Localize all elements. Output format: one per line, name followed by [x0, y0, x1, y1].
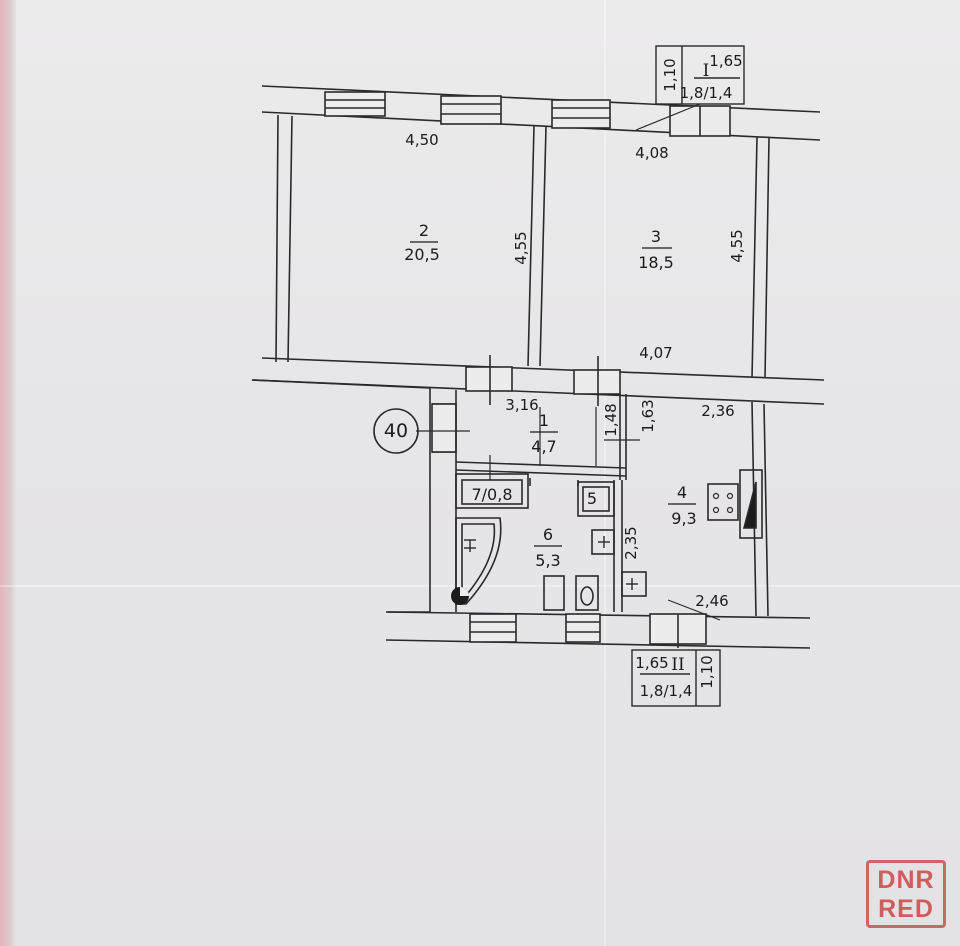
- tap-icons: [464, 536, 638, 590]
- walls: [251, 85, 825, 649]
- balcony-1-numeral: I: [703, 61, 710, 81]
- room-7-label: 7/0,8: [471, 485, 512, 504]
- dim-room3-width-top: 4,08: [635, 144, 668, 162]
- room-3-number: 3: [651, 227, 661, 246]
- apartment-number-circle: [373, 408, 419, 454]
- dim-room4-width-top: 2,36: [701, 402, 734, 420]
- stove-burners: [712, 492, 734, 514]
- balcony-2-size: 1,8/1,4: [640, 682, 693, 700]
- dim-room1-width: 3,16: [505, 396, 538, 414]
- dim-room2-height: 4,55: [512, 231, 530, 264]
- dim-room3-height: 4,55: [728, 229, 746, 262]
- room-3-area: 18,5: [638, 253, 674, 272]
- room-6-number: 6: [543, 525, 553, 544]
- balcony-1-size: 1,8/1,4: [680, 84, 733, 102]
- balcony-2-numeral: II: [671, 655, 684, 675]
- room-2-number: 2: [419, 221, 429, 240]
- balcony-2: [631, 649, 721, 707]
- room-1-area: 4,7: [531, 437, 556, 456]
- room-1-number: 1: [539, 411, 549, 430]
- apartment-number: 40: [384, 420, 408, 442]
- dim-room1-height-b: 1,63: [639, 399, 657, 432]
- room-4-area: 9,3: [671, 509, 696, 528]
- paper-edge: [0, 0, 16, 946]
- room-2-area: 20,5: [404, 245, 440, 264]
- dim-room3-width-bottom: 4,07: [639, 344, 672, 362]
- dnr-red-watermark: DNR RED: [866, 860, 946, 928]
- balcony-1-width: 1,65: [709, 52, 742, 70]
- bath-drain-icon: [451, 587, 469, 605]
- balcony-2-width: 1,65: [635, 654, 668, 672]
- dim-room1-height-a: 1,48: [602, 403, 620, 436]
- watermark-line-2: RED: [878, 895, 934, 923]
- dim-room4-width-bottom: 2,46: [695, 592, 728, 610]
- room-6-area: 5,3: [535, 551, 560, 570]
- dim-room6-height: 2,35: [622, 526, 640, 559]
- balcony-2-height: 1,10: [698, 655, 716, 688]
- dim-room2-width: 4,50: [405, 131, 438, 149]
- room-4-number: 4: [677, 483, 687, 502]
- balcony-1-height: 1,10: [661, 58, 679, 91]
- dimension-lines: [416, 103, 721, 621]
- room-5-label: 5: [587, 489, 597, 508]
- fold-line-vertical: [604, 0, 606, 946]
- watermark-line-1: DNR: [877, 866, 935, 894]
- balcony-1: [655, 45, 745, 105]
